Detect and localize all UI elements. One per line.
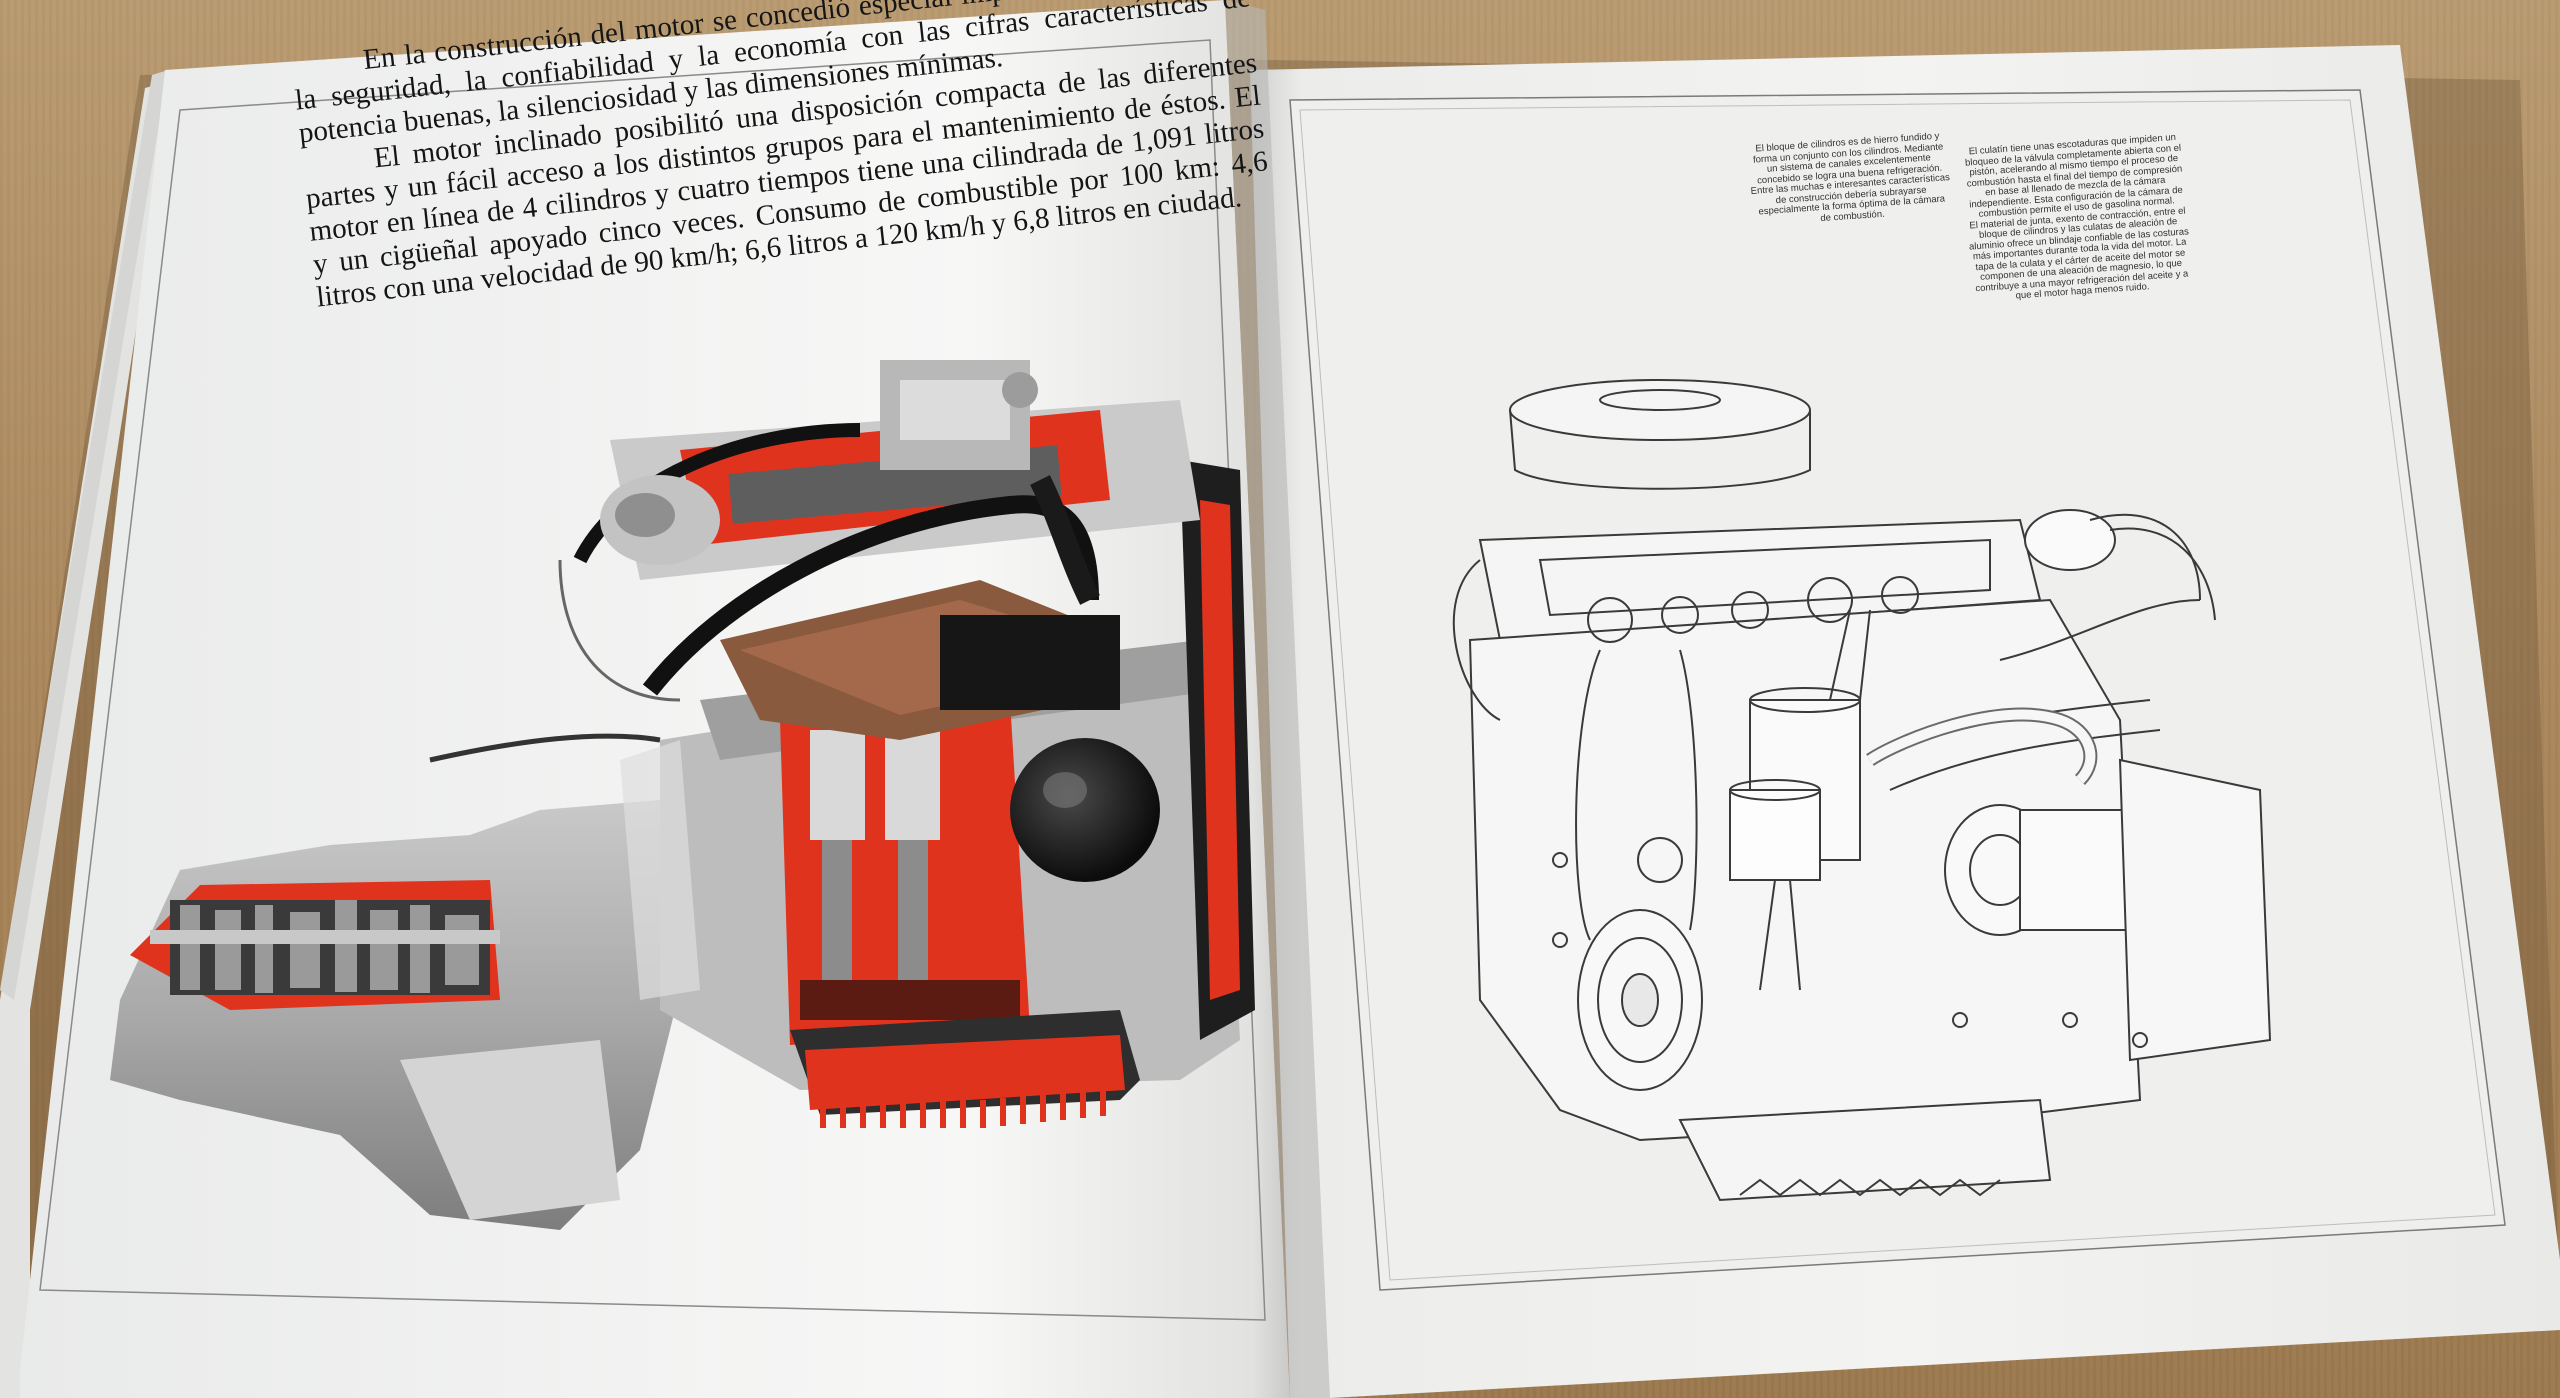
left-page-frame [39, 39, 1266, 1321]
gutter [1225, 0, 1330, 1398]
caption-cylinder-block: El bloque de cilindros es de hierro fund… [1750, 130, 1951, 224]
left-page-edges [0, 80, 175, 1398]
engine-line-drawing [1452, 379, 2272, 1202]
engine-cutaway-photo [110, 360, 1255, 1230]
caption-cylinder-head: El culatín tiene unas escotaduras que im… [1964, 131, 2190, 302]
